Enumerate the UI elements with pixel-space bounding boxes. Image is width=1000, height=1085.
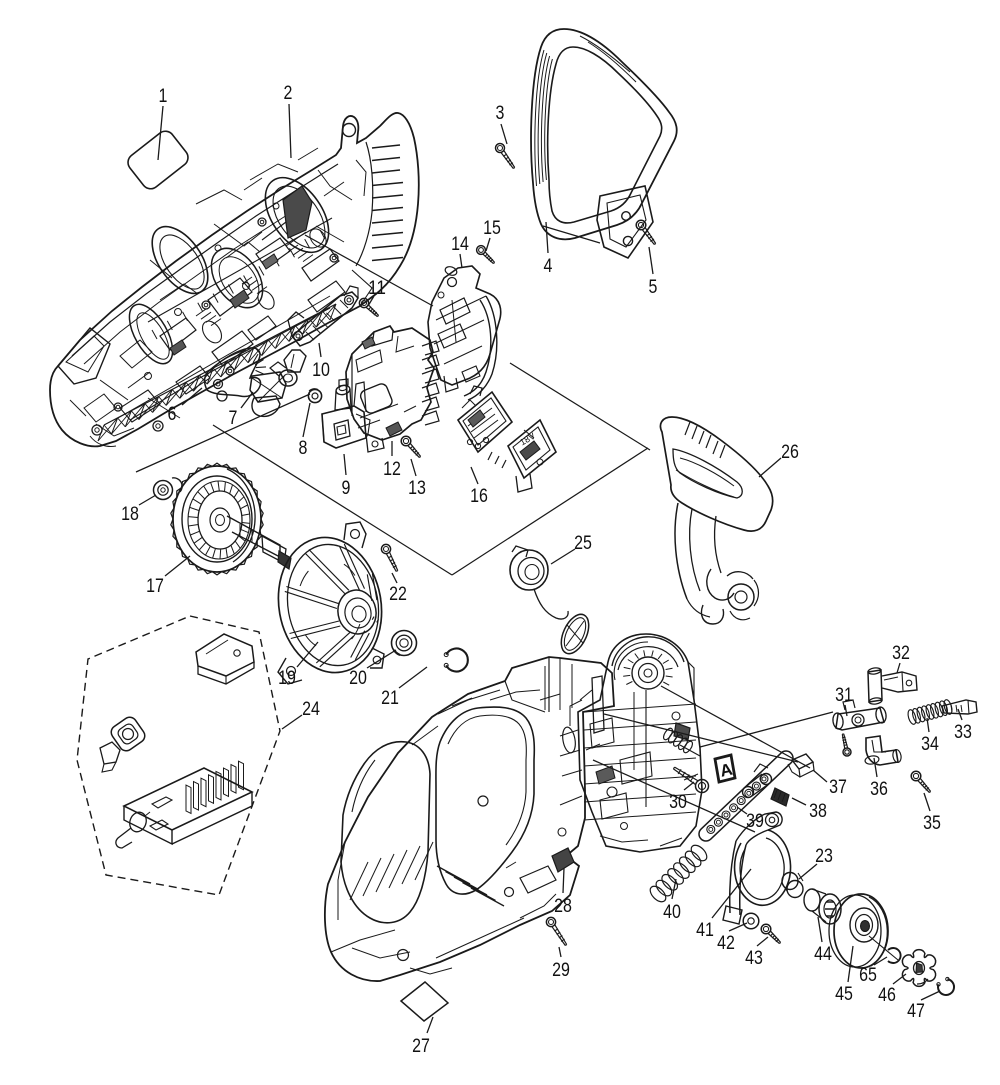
svg-text:20: 20 xyxy=(349,667,367,689)
svg-text:38: 38 xyxy=(809,800,827,822)
svg-text:43: 43 xyxy=(745,947,763,969)
svg-text:4: 4 xyxy=(544,255,553,277)
svg-text:37: 37 xyxy=(829,776,847,798)
svg-text:25: 25 xyxy=(574,532,592,554)
svg-text:26: 26 xyxy=(781,441,799,463)
svg-text:12: 12 xyxy=(383,458,401,480)
svg-text:32: 32 xyxy=(892,642,910,664)
svg-text:10: 10 xyxy=(312,359,330,381)
svg-text:18: 18 xyxy=(121,503,139,525)
svg-text:40: 40 xyxy=(663,901,681,923)
svg-text:22: 22 xyxy=(389,583,407,605)
svg-text:A: A xyxy=(718,760,734,781)
svg-text:47: 47 xyxy=(907,1000,925,1022)
svg-text:5: 5 xyxy=(649,276,658,298)
svg-text:7: 7 xyxy=(229,407,238,429)
svg-text:14: 14 xyxy=(451,233,469,255)
svg-text:21: 21 xyxy=(381,687,399,709)
svg-text:11: 11 xyxy=(368,277,386,299)
svg-text:35: 35 xyxy=(923,812,941,834)
svg-text:65: 65 xyxy=(859,964,877,986)
svg-text:46: 46 xyxy=(878,984,896,1006)
svg-text:1: 1 xyxy=(159,85,168,107)
svg-text:15: 15 xyxy=(483,217,501,239)
svg-text:31: 31 xyxy=(835,684,853,706)
svg-text:9: 9 xyxy=(342,477,351,499)
svg-text:13: 13 xyxy=(408,477,426,499)
svg-text:30: 30 xyxy=(669,791,687,813)
svg-text:17: 17 xyxy=(146,575,164,597)
svg-text:27: 27 xyxy=(412,1035,430,1057)
svg-text:36: 36 xyxy=(870,778,888,800)
svg-text:8: 8 xyxy=(299,437,308,459)
svg-text:2: 2 xyxy=(284,82,293,104)
svg-text:19: 19 xyxy=(278,667,296,689)
svg-text:3: 3 xyxy=(496,102,505,124)
svg-text:23: 23 xyxy=(815,845,833,867)
svg-text:33: 33 xyxy=(954,721,972,743)
svg-text:24: 24 xyxy=(302,698,320,720)
svg-text:41: 41 xyxy=(696,919,714,941)
svg-text:45: 45 xyxy=(835,983,853,1005)
svg-text:39: 39 xyxy=(746,810,764,832)
svg-text:6: 6 xyxy=(168,403,177,425)
svg-text:16: 16 xyxy=(470,485,488,507)
svg-text:34: 34 xyxy=(921,733,939,755)
svg-text:42: 42 xyxy=(717,932,735,954)
svg-text:44: 44 xyxy=(814,943,832,965)
svg-text:28: 28 xyxy=(554,895,572,917)
svg-text:29: 29 xyxy=(552,959,570,981)
